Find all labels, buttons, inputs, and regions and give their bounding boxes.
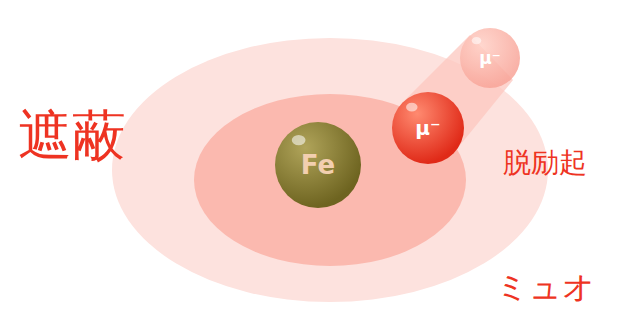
node-text: μ⁻ bbox=[415, 116, 440, 140]
muonic-label: ミュオ bbox=[496, 270, 595, 305]
deexcitation-label: 脱励起 bbox=[503, 148, 587, 179]
muon-particle: μ⁻ bbox=[392, 92, 464, 164]
muon-excited: μ⁻ bbox=[460, 28, 520, 88]
inner-cloud bbox=[194, 94, 466, 266]
node-text: μ⁻ bbox=[479, 48, 500, 68]
shielding-label: 遮蔽 bbox=[18, 106, 126, 165]
node-text: Fe bbox=[301, 150, 335, 180]
iron-nucleus: Fe bbox=[275, 122, 361, 208]
